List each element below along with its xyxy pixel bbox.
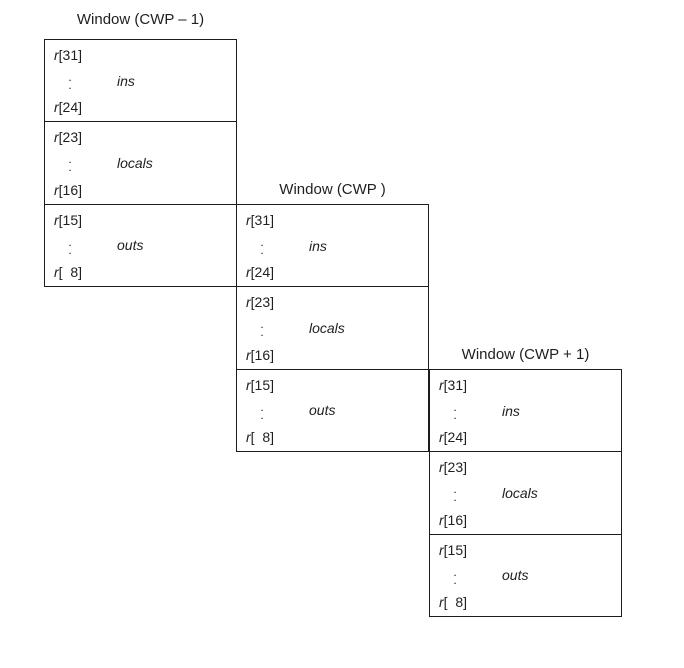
register-prefix: r bbox=[54, 47, 59, 63]
register-prefix: r bbox=[54, 181, 59, 198]
register-index: [31] bbox=[58, 47, 83, 63]
section-label: outs bbox=[117, 237, 144, 254]
register-top-label: r[31] bbox=[430, 377, 621, 393]
register-index: [15] bbox=[250, 376, 275, 393]
register-top-label: r[15] bbox=[237, 377, 428, 393]
vertical-ellipsis: . . bbox=[453, 564, 457, 587]
register-section-ins: r[31] . .ins r[24] bbox=[430, 370, 621, 451]
register-bottom-label: r[16] bbox=[45, 182, 236, 198]
register-index: [24] bbox=[58, 99, 83, 116]
window-title-cwp-minus-1: Window (CWP – 1) bbox=[76, 11, 205, 28]
register-bottom-label: r[16] bbox=[430, 512, 621, 528]
register-prefix: r bbox=[439, 541, 444, 558]
register-index: [16] bbox=[250, 346, 275, 363]
section-middle-row: . . outs bbox=[45, 234, 236, 257]
section-label: ins bbox=[309, 237, 327, 254]
register-index: [31] bbox=[250, 212, 275, 228]
register-index: [15] bbox=[443, 541, 468, 558]
window-box-cwp: r[31] . .ins r[24] r[23] . .locals r[16]… bbox=[236, 204, 429, 452]
register-section-locals: r[23] . .locals r[16] bbox=[430, 451, 621, 533]
register-section-outs: r[15] . .outs r[ 8] bbox=[430, 533, 621, 616]
section-label: ins bbox=[117, 72, 135, 89]
section-label: locals bbox=[309, 319, 345, 336]
register-bottom-label: r[24] bbox=[237, 264, 428, 280]
register-index: [16] bbox=[58, 181, 83, 198]
vertical-ellipsis: . . bbox=[68, 234, 72, 257]
register-prefix: r bbox=[54, 263, 59, 280]
register-bottom-label: r[ 8] bbox=[430, 594, 621, 610]
register-prefix: r bbox=[439, 429, 444, 446]
register-index: [23] bbox=[443, 459, 468, 476]
register-index: [24] bbox=[443, 429, 468, 446]
section-label: locals bbox=[502, 484, 538, 501]
register-section-locals: r[23] . .locals r[16] bbox=[45, 121, 236, 203]
register-section-outs: r[15] . .outs r[ 8] bbox=[237, 368, 428, 451]
register-bottom-label: r[ 8] bbox=[45, 264, 236, 280]
vertical-ellipsis: . . bbox=[68, 70, 72, 93]
window-title-cwp-plus-1: Window (CWP + 1) bbox=[461, 346, 590, 363]
window-box-cwp-minus-1: r[31] . .ins r[24] r[23] . .locals r[16]… bbox=[44, 39, 237, 287]
register-top-label: r[23] bbox=[237, 294, 428, 310]
register-prefix: r bbox=[54, 99, 59, 116]
register-top-label: r[23] bbox=[45, 129, 236, 145]
register-section-ins: r[31] . .ins r[24] bbox=[237, 205, 428, 286]
register-top-label: r[15] bbox=[45, 212, 236, 228]
register-index: [15] bbox=[58, 211, 83, 228]
register-index: [16] bbox=[443, 511, 468, 528]
register-section-outs: r[15] . .outs r[ 8] bbox=[45, 203, 236, 286]
section-middle-row: . . locals bbox=[430, 482, 621, 505]
register-top-label: r[31] bbox=[45, 47, 236, 63]
register-prefix: r bbox=[54, 129, 59, 146]
register-section-locals: r[23] . .locals r[16] bbox=[237, 286, 428, 368]
section-label: ins bbox=[502, 402, 520, 419]
register-index: [ 8] bbox=[443, 593, 468, 610]
vertical-ellipsis: . . bbox=[453, 482, 457, 505]
section-middle-row: . . locals bbox=[45, 152, 236, 175]
vertical-ellipsis: . . bbox=[68, 152, 72, 175]
section-label: locals bbox=[117, 154, 153, 171]
section-middle-row: . . ins bbox=[45, 70, 236, 93]
register-bottom-label: r[ 8] bbox=[237, 429, 428, 445]
section-middle-row: . . outs bbox=[237, 399, 428, 422]
register-prefix: r bbox=[439, 511, 444, 528]
register-index: [23] bbox=[58, 129, 83, 146]
section-label: outs bbox=[502, 567, 529, 584]
vertical-ellipsis: . . bbox=[453, 400, 457, 423]
register-prefix: r bbox=[246, 376, 251, 393]
register-prefix: r bbox=[246, 294, 251, 311]
register-prefix: r bbox=[439, 377, 444, 393]
register-index: [ 8] bbox=[58, 263, 83, 280]
register-index: [31] bbox=[443, 377, 468, 393]
vertical-ellipsis: . . bbox=[260, 317, 264, 340]
window-box-cwp-plus-1: r[31] . .ins r[24] r[23] . .locals r[16]… bbox=[429, 369, 622, 617]
register-bottom-label: r[16] bbox=[237, 347, 428, 363]
register-top-label: r[31] bbox=[237, 212, 428, 228]
register-prefix: r bbox=[246, 264, 251, 281]
section-middle-row: . . ins bbox=[237, 235, 428, 258]
window-title-cwp: Window (CWP ) bbox=[279, 181, 386, 198]
vertical-ellipsis: . . bbox=[260, 235, 264, 258]
register-bottom-label: r[24] bbox=[45, 99, 236, 115]
register-prefix: r bbox=[54, 211, 59, 228]
register-index: [24] bbox=[250, 264, 275, 281]
section-label: outs bbox=[309, 402, 336, 419]
register-top-label: r[15] bbox=[430, 542, 621, 558]
register-prefix: r bbox=[246, 428, 251, 445]
register-section-ins: r[31] . .ins r[24] bbox=[45, 40, 236, 121]
register-prefix: r bbox=[439, 593, 444, 610]
register-top-label: r[23] bbox=[430, 459, 621, 475]
vertical-ellipsis: . . bbox=[260, 399, 264, 422]
section-middle-row: . . outs bbox=[430, 564, 621, 587]
register-index: [ 8] bbox=[250, 428, 275, 445]
register-prefix: r bbox=[246, 212, 251, 228]
register-prefix: r bbox=[246, 346, 251, 363]
register-index: [23] bbox=[250, 294, 275, 311]
register-prefix: r bbox=[439, 459, 444, 476]
section-middle-row: . . ins bbox=[430, 400, 621, 423]
register-bottom-label: r[24] bbox=[430, 429, 621, 445]
section-middle-row: . . locals bbox=[237, 317, 428, 340]
